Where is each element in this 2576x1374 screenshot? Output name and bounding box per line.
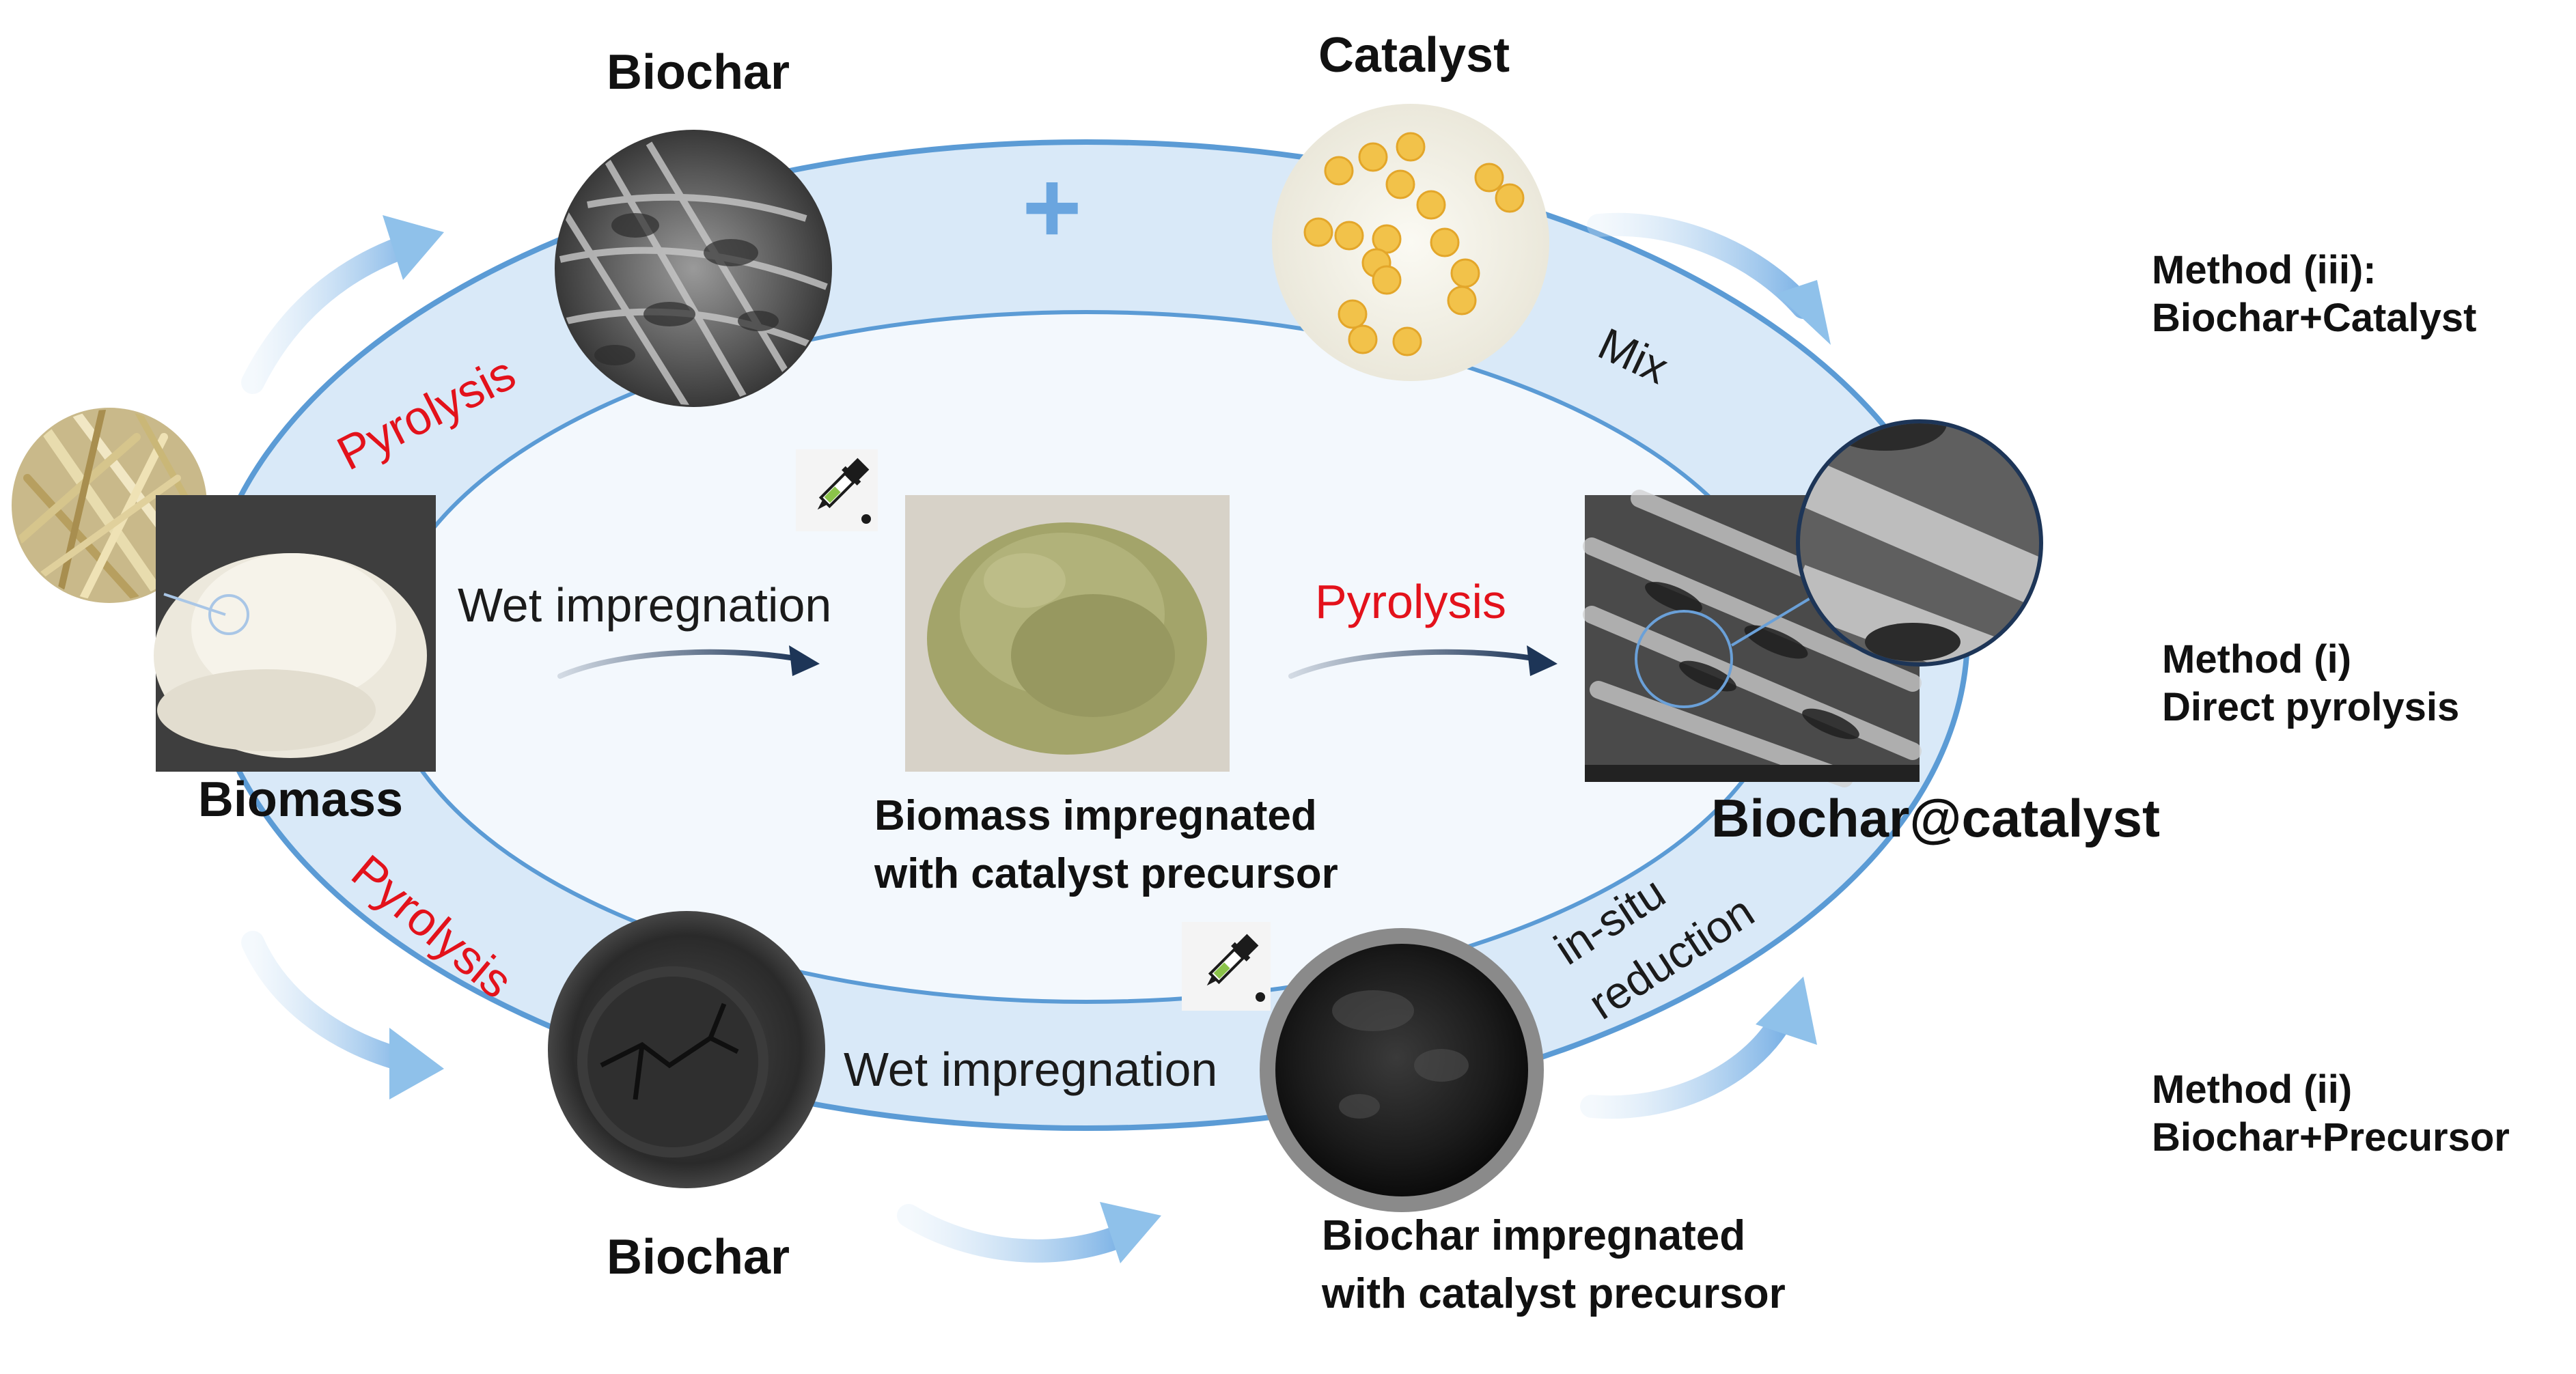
method-ii-note: Method (ii) Biochar+Precursor <box>2152 1067 2510 1160</box>
method-i-desc: Direct pyrolysis <box>2162 685 2459 729</box>
biomass-powder-image <box>154 495 436 772</box>
flow-arrow-top-left <box>241 215 444 394</box>
dropper-icon <box>796 449 878 531</box>
label-wet-impregnation-bottom: Wet impregnation <box>844 1043 1217 1096</box>
flow-arrow-bottom-left <box>241 931 444 1099</box>
method-ii-title: Method (ii) <box>2152 1067 2352 1112</box>
flow-arrow-bottom-right <box>1580 977 1817 1119</box>
method-i-title: Method (i) <box>2162 637 2351 682</box>
label-biomass-impregnated-2: with catalyst precursor <box>874 850 1338 897</box>
method-ii-desc: Biochar+Precursor <box>2152 1115 2510 1160</box>
label-biochar-top: Biochar <box>607 45 790 100</box>
biochar-impregnated-image <box>1260 928 1544 1212</box>
label-biomass: Biomass <box>198 772 403 827</box>
label-biochar-bottom: Biochar <box>607 1230 790 1285</box>
label-biomass-impregnated-1: Biomass impregnated <box>874 792 1317 839</box>
arrow-pyrolysis-middle <box>1288 645 1557 679</box>
biochar-bottom-image <box>548 911 825 1188</box>
label-wet-impregnation-middle: Wet impregnation <box>458 578 831 632</box>
arrow-wet-impregnation <box>557 645 820 679</box>
method-iii-note: Method (iii): Biochar+Catalyst <box>2152 248 2476 340</box>
flow-arrow-top-right <box>1587 212 1831 345</box>
biochar-top-image <box>555 130 832 407</box>
catalyst-image <box>1272 104 1549 381</box>
method-iii-title: Method (iii): <box>2152 248 2377 292</box>
label-catalyst: Catalyst <box>1318 28 1510 83</box>
method-i-note: Method (i) Direct pyrolysis <box>2162 637 2459 729</box>
plus-symbol: + <box>1022 150 1082 264</box>
label-biochar-impregnated-1: Biochar impregnated <box>1322 1212 1745 1259</box>
label-pyrolysis-middle: Pyrolysis <box>1315 575 1506 628</box>
flow-arrow-bottom-middle <box>897 1202 1161 1263</box>
biomass-impregnated-image <box>905 495 1230 772</box>
label-biochar-impregnated-2: with catalyst precursor <box>1321 1270 1786 1317</box>
dropper-icon-bottom <box>1182 922 1271 1011</box>
method-iii-desc: Biochar+Catalyst <box>2152 296 2476 340</box>
label-biochar-catalyst: Biochar@catalyst <box>1711 788 2160 848</box>
